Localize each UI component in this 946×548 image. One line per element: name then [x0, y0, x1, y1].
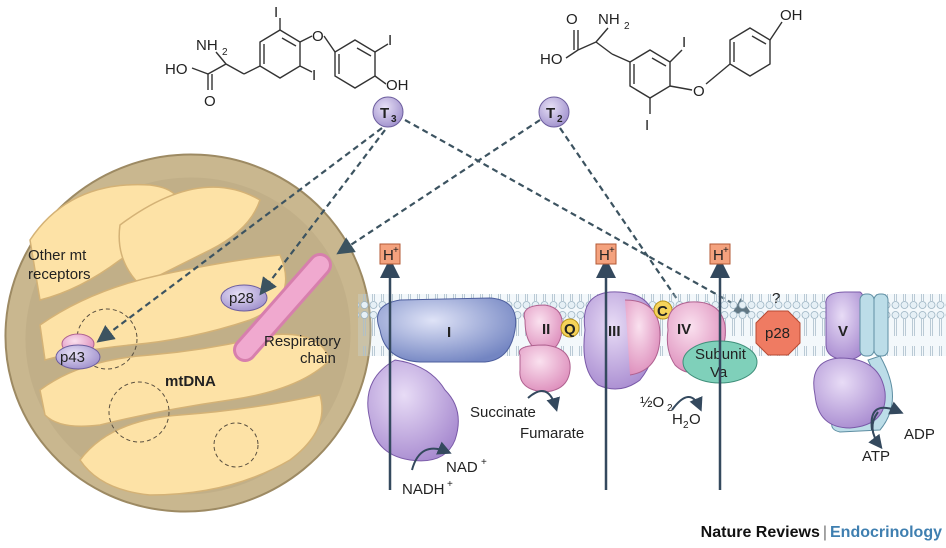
complex-iii	[583, 291, 661, 390]
half-o2-sub: 2	[667, 403, 673, 414]
t3-letter: T	[380, 105, 389, 122]
c-label: C	[657, 303, 668, 320]
t2-subscript: 2	[557, 114, 563, 125]
proton-sup-2: +	[609, 245, 615, 256]
proton-label-3: H	[713, 247, 724, 264]
q-label: Q	[564, 321, 576, 338]
respiratory-chain-label-1: Respiratory	[264, 333, 341, 350]
h2o-o: O	[689, 411, 701, 428]
nad-label: NAD	[446, 459, 478, 476]
journal-name: Nature Reviews	[700, 524, 820, 541]
proton-box-2	[595, 243, 617, 265]
credit-separator: |	[822, 524, 827, 541]
nad-sup: +	[481, 457, 487, 468]
nadh-label: NADH	[402, 481, 445, 498]
complex-iv-label: IV	[677, 321, 691, 338]
atp-label: ATP	[862, 448, 890, 465]
t3-ether-oxygen: O	[312, 28, 324, 45]
complex-v-label: V	[838, 323, 848, 340]
complex-iii-label: III	[608, 323, 621, 340]
t2-letter: T	[546, 105, 555, 122]
t3-carbonyl-oxygen: O	[204, 93, 216, 110]
t3-iodine-top: I	[274, 4, 278, 21]
h2o-sub: 2	[683, 420, 689, 431]
t2-hydroxyl-acid: HO	[540, 51, 563, 68]
t3-hormone	[372, 96, 404, 128]
complex-ii	[518, 304, 571, 393]
complex-v	[813, 291, 893, 433]
adp-label: ADP	[904, 426, 935, 443]
p28-mito-label: p28	[229, 290, 254, 307]
t2-iodine-bottom: I	[645, 117, 649, 134]
t3-phenol-oh: OH	[386, 77, 409, 94]
succinate-label: Succinate	[470, 404, 536, 421]
t2-hormone	[538, 96, 570, 128]
t2-structure	[565, 21, 783, 114]
mtdna-label: mtDNA	[165, 373, 216, 390]
t3-subscript: 3	[391, 114, 397, 125]
other-receptors-label-2: receptors	[28, 266, 91, 283]
complex-ii-label: II	[542, 321, 550, 338]
t3-hydroxyl-acid: HO	[165, 61, 188, 78]
ubiquinone-q	[560, 318, 580, 338]
t3-iodine-ring-b: I	[388, 32, 392, 49]
t3-structure	[191, 18, 389, 90]
p43-label: p43	[60, 349, 85, 366]
t3-amine-sub: 2	[222, 47, 228, 58]
proton-label-2: H	[599, 247, 610, 264]
t2-amine: NH	[598, 11, 620, 28]
proton-box-3	[709, 243, 731, 265]
other-receptors-label-1: Other mt	[28, 247, 87, 264]
proton-label-1: H	[383, 247, 394, 264]
p28-mito-receptor	[220, 284, 268, 312]
h2o-h: H	[672, 411, 683, 428]
p43-receptor	[55, 344, 101, 370]
p28-question: ?	[772, 290, 780, 307]
t3-iodine-bottom: I	[312, 67, 316, 84]
reaction-arrows	[411, 389, 904, 471]
t2-carbonyl-oxygen: O	[566, 11, 578, 28]
mitochondrion	[4, 153, 372, 513]
p28-chain-label: p28	[765, 325, 790, 342]
t3-amine: NH	[196, 37, 218, 54]
t2-bridge-oxygen: O	[693, 83, 705, 100]
fumarate-label: Fumarate	[520, 425, 584, 442]
proton-sup-3: +	[723, 245, 729, 256]
proton-arrows	[380, 258, 730, 490]
t2-iodine-top: I	[682, 34, 686, 51]
journal-credit: Nature Reviews|Endocrinology	[701, 524, 942, 542]
complex-i-label: I	[447, 324, 451, 341]
journal-subject: Endocrinology	[830, 524, 942, 541]
proton-box-1	[379, 243, 401, 265]
respiratory-chain-label-2: chain	[300, 350, 336, 367]
nadh-sup: +	[447, 479, 453, 490]
t2-phenol-oh: OH	[780, 7, 803, 24]
half-o2-label: ½O	[640, 394, 664, 411]
t2-amine-sub: 2	[624, 21, 630, 32]
p28-octagon	[755, 310, 801, 356]
proton-sup-1: +	[393, 245, 399, 256]
